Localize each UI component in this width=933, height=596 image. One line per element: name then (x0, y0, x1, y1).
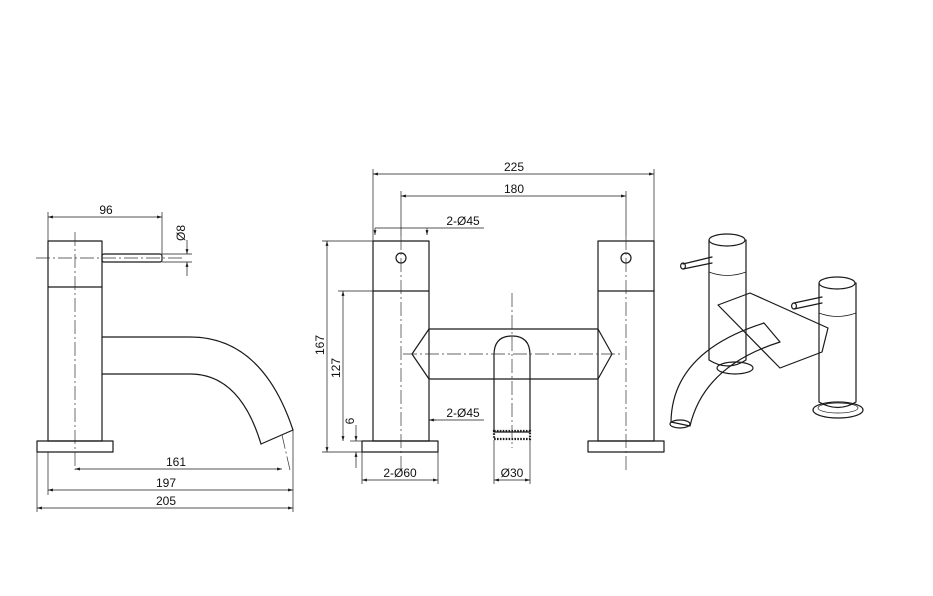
dim-base-dia: 2-Ø60 (383, 466, 417, 480)
dim-lever-reach: 96 (99, 203, 113, 217)
dim-collar-dia: 2-Ø45 (446, 406, 480, 420)
front-left-base (361, 440, 439, 453)
dim-overall-205: 205 (156, 494, 176, 508)
dim-centres-180: 180 (504, 182, 524, 196)
dim-height-6: 6 (343, 417, 357, 424)
side-view: 96 Ø8 161 197 205 (36, 203, 294, 512)
dim-lever-dia: Ø8 (174, 225, 188, 241)
iso-bridge (717, 292, 829, 369)
iso-right-column (790, 276, 864, 419)
dim-handle-dia: 2-Ø45 (446, 214, 480, 228)
dim-height-167: 167 (313, 335, 327, 355)
dim-spout-dia: Ø30 (501, 466, 524, 480)
dim-height-127: 127 (329, 358, 343, 378)
front-spout (493, 335, 531, 433)
isometric-view (669, 233, 864, 429)
dim-spout-197: 197 (156, 476, 176, 490)
dim-width-225: 225 (504, 160, 524, 174)
iso-left-column (679, 233, 754, 375)
side-spout (101, 336, 294, 431)
front-view: 225 180 2-Ø45 2-Ø45 167 127 6 2-Ø60 (313, 160, 665, 484)
side-base (36, 440, 114, 453)
dim-spout-161: 161 (166, 455, 186, 469)
iso-spout (670, 322, 781, 427)
